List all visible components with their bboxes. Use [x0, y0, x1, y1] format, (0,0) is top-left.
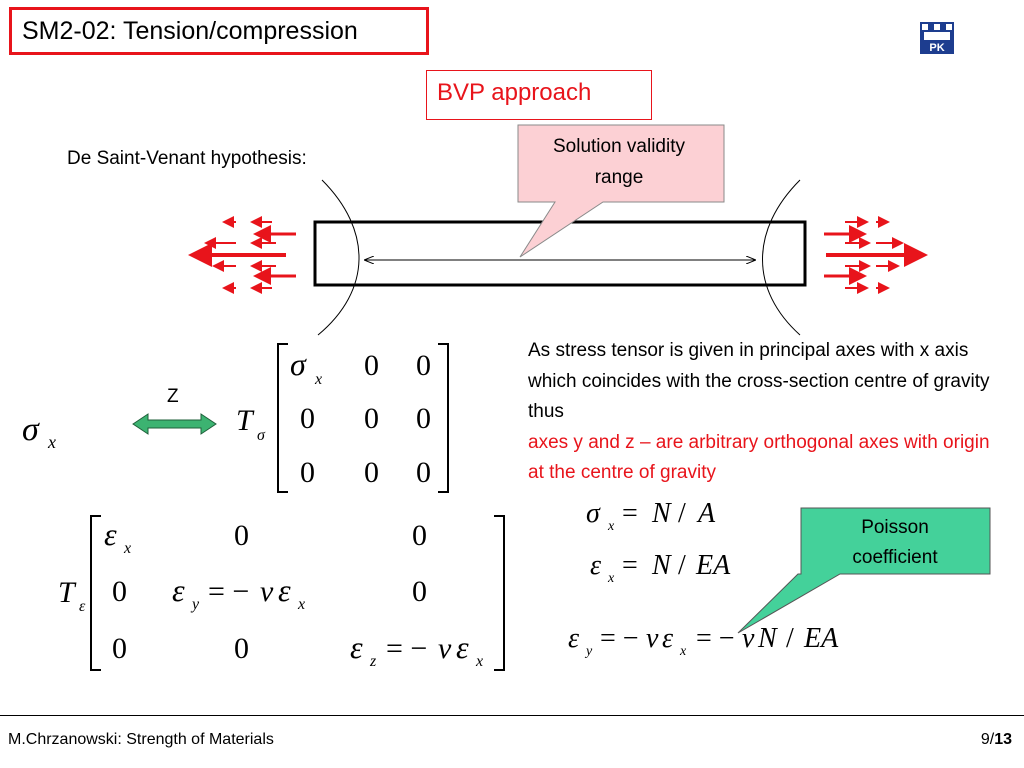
svg-text:x: x	[607, 519, 615, 534]
svg-text:0: 0	[416, 456, 431, 489]
page-current: 9/	[980, 731, 995, 748]
footer-divider	[0, 715, 1024, 716]
svg-text:0: 0	[234, 632, 249, 665]
svg-text:x: x	[297, 596, 305, 613]
z-axis-label: Z	[167, 386, 179, 407]
svg-text:0: 0	[364, 349, 379, 382]
svg-text:A: A	[696, 498, 716, 529]
poisson-callout: Poisson coefficient	[737, 507, 991, 634]
svg-text:0: 0	[234, 519, 249, 552]
svg-text:/: /	[678, 498, 686, 529]
svg-text:ν: ν	[438, 632, 452, 665]
equation-epsilon-y: ε y = − ν ε x = − ν N / EA	[568, 623, 839, 659]
svg-text:σ: σ	[290, 346, 307, 382]
svg-text:PK: PK	[929, 42, 944, 54]
svg-text:= −: = −	[696, 623, 735, 654]
svg-text:x: x	[475, 653, 483, 670]
svg-text:0: 0	[364, 456, 379, 489]
slide-title: SM2-02: Tension/compression	[9, 7, 429, 55]
svg-text:/: /	[678, 550, 686, 581]
svg-text:ε: ε	[456, 629, 469, 665]
svg-text:ε: ε	[104, 516, 117, 552]
svg-text:x: x	[679, 644, 687, 659]
svg-text:x: x	[123, 540, 131, 557]
svg-text:x: x	[47, 432, 56, 452]
validity-callout-line-2: range	[595, 167, 644, 188]
svg-text:0: 0	[300, 456, 315, 489]
stress-tensor-matrix: T σ σ x 0 0 0 0 0 0 0 0	[236, 343, 449, 493]
svg-text:0: 0	[416, 402, 431, 435]
svg-text:0: 0	[412, 575, 427, 608]
svg-text:σ: σ	[257, 427, 266, 444]
svg-text:ε: ε	[172, 572, 185, 608]
svg-text:N: N	[651, 550, 672, 581]
svg-text:0: 0	[300, 402, 315, 435]
page-number: 9/13	[981, 731, 1012, 749]
explanation-text: As stress tensor is given in principal a…	[528, 336, 1008, 489]
svg-text:ν: ν	[646, 623, 659, 654]
equivalence-double-arrow-icon	[132, 413, 217, 435]
svg-text:= −: = −	[600, 623, 639, 654]
svg-text:σ: σ	[586, 498, 601, 529]
explanation-black: As stress tensor is given in principal a…	[528, 340, 990, 422]
svg-text:0: 0	[112, 632, 127, 665]
explanation-red: axes y and z – are arbitrary orthogonal …	[528, 431, 990, 484]
section-badge: BVP approach	[426, 70, 652, 120]
svg-text:EA: EA	[695, 550, 731, 581]
poisson-callout-line-2: coefficient	[852, 547, 938, 568]
university-logo-icon: PK	[920, 22, 954, 54]
svg-text:z: z	[369, 653, 377, 670]
poisson-callout-line-1: Poisson	[861, 517, 929, 538]
right-boundary-arc	[762, 179, 801, 336]
equation-sigma-x: σ x = N / A	[586, 498, 716, 534]
bar-diagram: Solution validity range Poisson coeffici…	[22, 124, 991, 671]
svg-text:N: N	[651, 498, 672, 529]
svg-text:y: y	[584, 644, 593, 659]
svg-text:=: =	[622, 498, 638, 529]
svg-text:x: x	[314, 371, 322, 388]
svg-text:ν: ν	[742, 623, 755, 654]
svg-text:0: 0	[112, 575, 127, 608]
svg-text:x: x	[607, 571, 615, 586]
svg-text:/: /	[786, 623, 794, 654]
svg-text:T: T	[236, 404, 255, 437]
bar-rectangle	[313, 220, 807, 287]
svg-text:ε: ε	[662, 623, 673, 654]
right-load-arrows	[824, 216, 928, 294]
svg-text:=: =	[622, 550, 638, 581]
validity-callout-line-1: Solution validity	[553, 136, 686, 157]
left-load-arrows	[188, 216, 296, 294]
slide-title-text: SM2-02: Tension/compression	[22, 17, 358, 45]
svg-text:= −: = −	[208, 575, 249, 608]
svg-text:= −: = −	[386, 632, 427, 665]
svg-text:N: N	[757, 623, 778, 654]
svg-text:EA: EA	[803, 623, 839, 654]
svg-text:0: 0	[412, 519, 427, 552]
svg-text:σ: σ	[22, 411, 40, 448]
equation-epsilon-x: ε x = N / EA	[590, 550, 731, 586]
section-badge-text: BVP approach	[437, 79, 592, 106]
svg-text:ε: ε	[568, 623, 579, 654]
sigma-x-symbol: σ x	[22, 411, 56, 452]
page-total: 13	[994, 731, 1012, 748]
svg-text:T: T	[58, 576, 77, 609]
footer-author: M.Chrzanowski: Strength of Materials	[8, 731, 274, 748]
svg-text:ε: ε	[350, 629, 363, 665]
svg-text:0: 0	[416, 349, 431, 382]
left-boundary-arc	[317, 179, 360, 336]
svg-text:ε: ε	[79, 598, 86, 615]
svg-text:0: 0	[364, 402, 379, 435]
hypothesis-label: De Saint-Venant hypothesis:	[67, 148, 307, 169]
svg-text:ε: ε	[278, 572, 291, 608]
strain-tensor-matrix: T ε ε x 0 0 0 ε y = − ν ε x 0 0 0 ε z = …	[58, 515, 505, 671]
svg-text:ε: ε	[590, 550, 601, 581]
svg-text:y: y	[190, 596, 200, 613]
validity-callout: Solution validity range	[517, 124, 725, 258]
svg-text:ν: ν	[260, 575, 274, 608]
